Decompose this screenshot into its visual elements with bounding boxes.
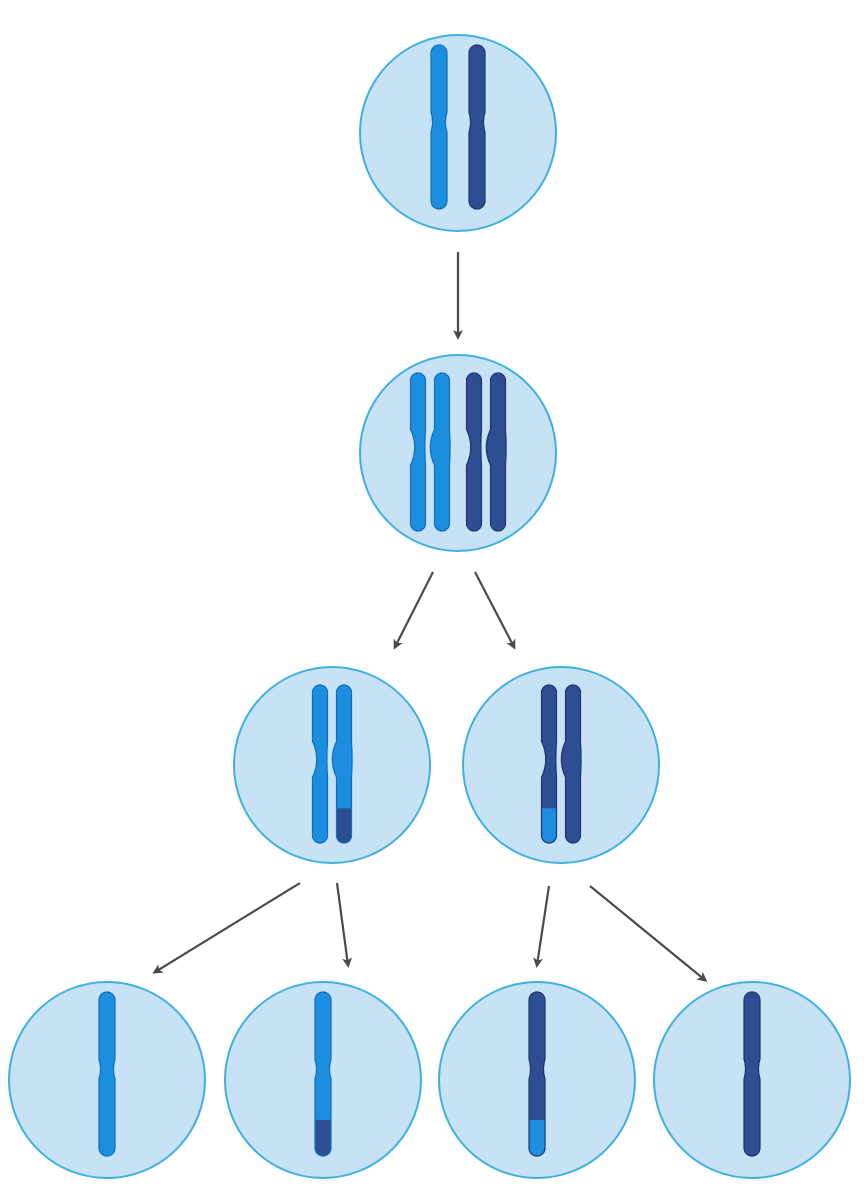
chromatid-outline	[743, 991, 761, 1157]
cell-membrane	[359, 34, 557, 232]
chromatid-body	[529, 992, 545, 1156]
chromatid-body	[431, 45, 447, 209]
chromosome-light	[430, 44, 448, 210]
chromatid-outline	[98, 991, 116, 1157]
sister-chromatid	[332, 685, 353, 844]
chromatid-outline	[409, 372, 427, 532]
sister-chromatid	[561, 685, 582, 844]
chromosome-light	[409, 372, 451, 532]
arrow-3	[474, 571, 516, 650]
cells-layer	[8, 34, 851, 1179]
arrow-4	[152, 882, 301, 974]
chromosome-dark	[528, 991, 546, 1157]
chromatid-body	[744, 992, 760, 1156]
sister-chromatid	[541, 685, 557, 844]
arrow-6	[533, 885, 551, 968]
cell-meiosis-i-right	[462, 666, 660, 864]
chromatid-outline	[430, 44, 448, 210]
sister-chromatid	[312, 685, 328, 844]
sister-chromatid	[486, 373, 507, 531]
chromosome-dark	[468, 44, 486, 210]
chromatid-outline	[465, 372, 483, 532]
chromatid-body	[469, 45, 485, 209]
crossover-segment	[332, 808, 353, 844]
arrow-2	[393, 571, 434, 650]
chromatid-outline	[560, 684, 582, 844]
sister-chromatid	[410, 373, 426, 531]
arrows-layer	[152, 252, 708, 982]
chromatid-outline	[314, 991, 332, 1157]
cell-gamete-3	[438, 981, 636, 1179]
stage-meiosis-i-products	[233, 666, 660, 864]
chromatid-body	[315, 992, 331, 1156]
chromosome-light	[311, 684, 353, 844]
chromosome-dark	[540, 684, 582, 844]
cell-meiosis-i-left	[233, 666, 431, 864]
chromatid-outline	[540, 684, 558, 844]
chromatid-outline	[485, 372, 507, 532]
cell-membrane	[462, 666, 660, 864]
cell-membrane	[359, 354, 557, 552]
sister-chromatid	[430, 373, 451, 531]
stage-meiosis-ii-products	[8, 981, 851, 1179]
recombinant-segment	[529, 1119, 545, 1156]
chromosome-light	[314, 991, 332, 1157]
cell-gamete-1	[8, 981, 206, 1179]
cell-membrane	[233, 666, 431, 864]
chromatid-body	[99, 992, 115, 1156]
chromatid-outline	[528, 991, 546, 1157]
chromatid-outline	[468, 44, 486, 210]
cell-replicated	[359, 354, 557, 552]
chromosome-dark	[465, 372, 507, 532]
chromatid-outline	[311, 684, 329, 844]
stage-parent-cell	[359, 34, 557, 232]
chromatid-outline	[429, 372, 451, 532]
cell-parent	[359, 34, 557, 232]
crossover-segment	[541, 808, 557, 844]
recombinant-segment	[315, 1119, 331, 1156]
stage-replicated-cell	[359, 354, 557, 552]
arrow-5	[335, 882, 353, 968]
arrow-7	[589, 885, 708, 982]
sister-chromatid	[466, 373, 482, 531]
cell-gamete-4	[653, 981, 851, 1179]
chromosome-dark	[743, 991, 761, 1157]
cell-gamete-2	[224, 981, 422, 1179]
chromatid-outline	[331, 684, 353, 844]
chromosome-light	[98, 991, 116, 1157]
